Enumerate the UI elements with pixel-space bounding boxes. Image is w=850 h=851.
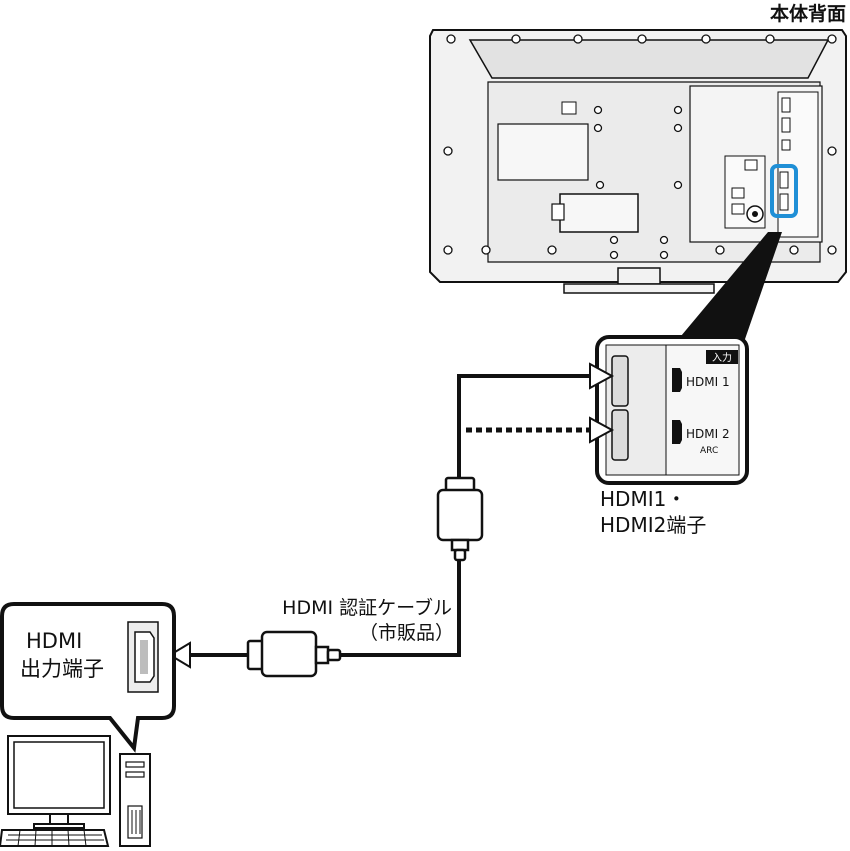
cable-caption-2: （市販品） bbox=[359, 622, 454, 644]
keyboard-icon bbox=[0, 829, 110, 847]
input-tag-text: 入力 bbox=[712, 351, 732, 364]
hdmi-plug-pc-end bbox=[246, 630, 342, 678]
hdmi-cable bbox=[340, 374, 596, 657]
hdmi-terminals-caption-2: HDMI2端子 bbox=[600, 513, 706, 537]
tv-rear-view: 本体背面 bbox=[429, 2, 847, 294]
tv-top-vent bbox=[468, 39, 830, 79]
pc-bubble-label-1: HDMI bbox=[26, 629, 82, 653]
arrow-to-pc-port bbox=[168, 641, 191, 669]
desktop-computer bbox=[0, 735, 151, 847]
port-recess-2 bbox=[611, 409, 629, 461]
hdmi-port-highlight bbox=[770, 164, 798, 218]
callout-pointer bbox=[676, 232, 782, 342]
pc-bubble-label-2: 出力端子 bbox=[20, 657, 104, 681]
tv-label-plate bbox=[497, 123, 589, 181]
arrow-to-hdmi2 bbox=[589, 416, 615, 444]
hdmi-2-port-label: HDMI 2 bbox=[686, 427, 730, 441]
tv-caption: 本体背面 bbox=[770, 2, 846, 25]
tv-stand-mount bbox=[559, 193, 639, 233]
pc-output-bubble: HDMI 出力端子 bbox=[0, 602, 176, 753]
hdmi-terminals-caption-1: HDMI1・ bbox=[600, 487, 686, 511]
port-recess-1 bbox=[611, 355, 629, 407]
hdmi-plug-tv-end bbox=[436, 476, 484, 562]
hdmi-2-arc-label: ARC bbox=[700, 446, 718, 456]
hdmi-port-panel: 入力 HDMI 1 HDMI 2 ARC bbox=[595, 335, 749, 485]
cable-caption-1: HDMI 認証ケーブル bbox=[282, 596, 452, 619]
tv-stand-base bbox=[563, 283, 715, 294]
tv-screws bbox=[443, 34, 837, 260]
cable-line-bottom bbox=[340, 560, 461, 657]
arrow-to-hdmi1 bbox=[589, 362, 615, 390]
hdmi-1-port-label: HDMI 1 bbox=[686, 375, 730, 389]
hdmi-1-port-icon bbox=[672, 368, 682, 392]
cable-line-hdmi1 bbox=[457, 374, 596, 478]
input-tag bbox=[706, 350, 738, 364]
tv-stand-neck bbox=[617, 267, 661, 285]
hdmi-2-port-icon bbox=[672, 420, 682, 444]
